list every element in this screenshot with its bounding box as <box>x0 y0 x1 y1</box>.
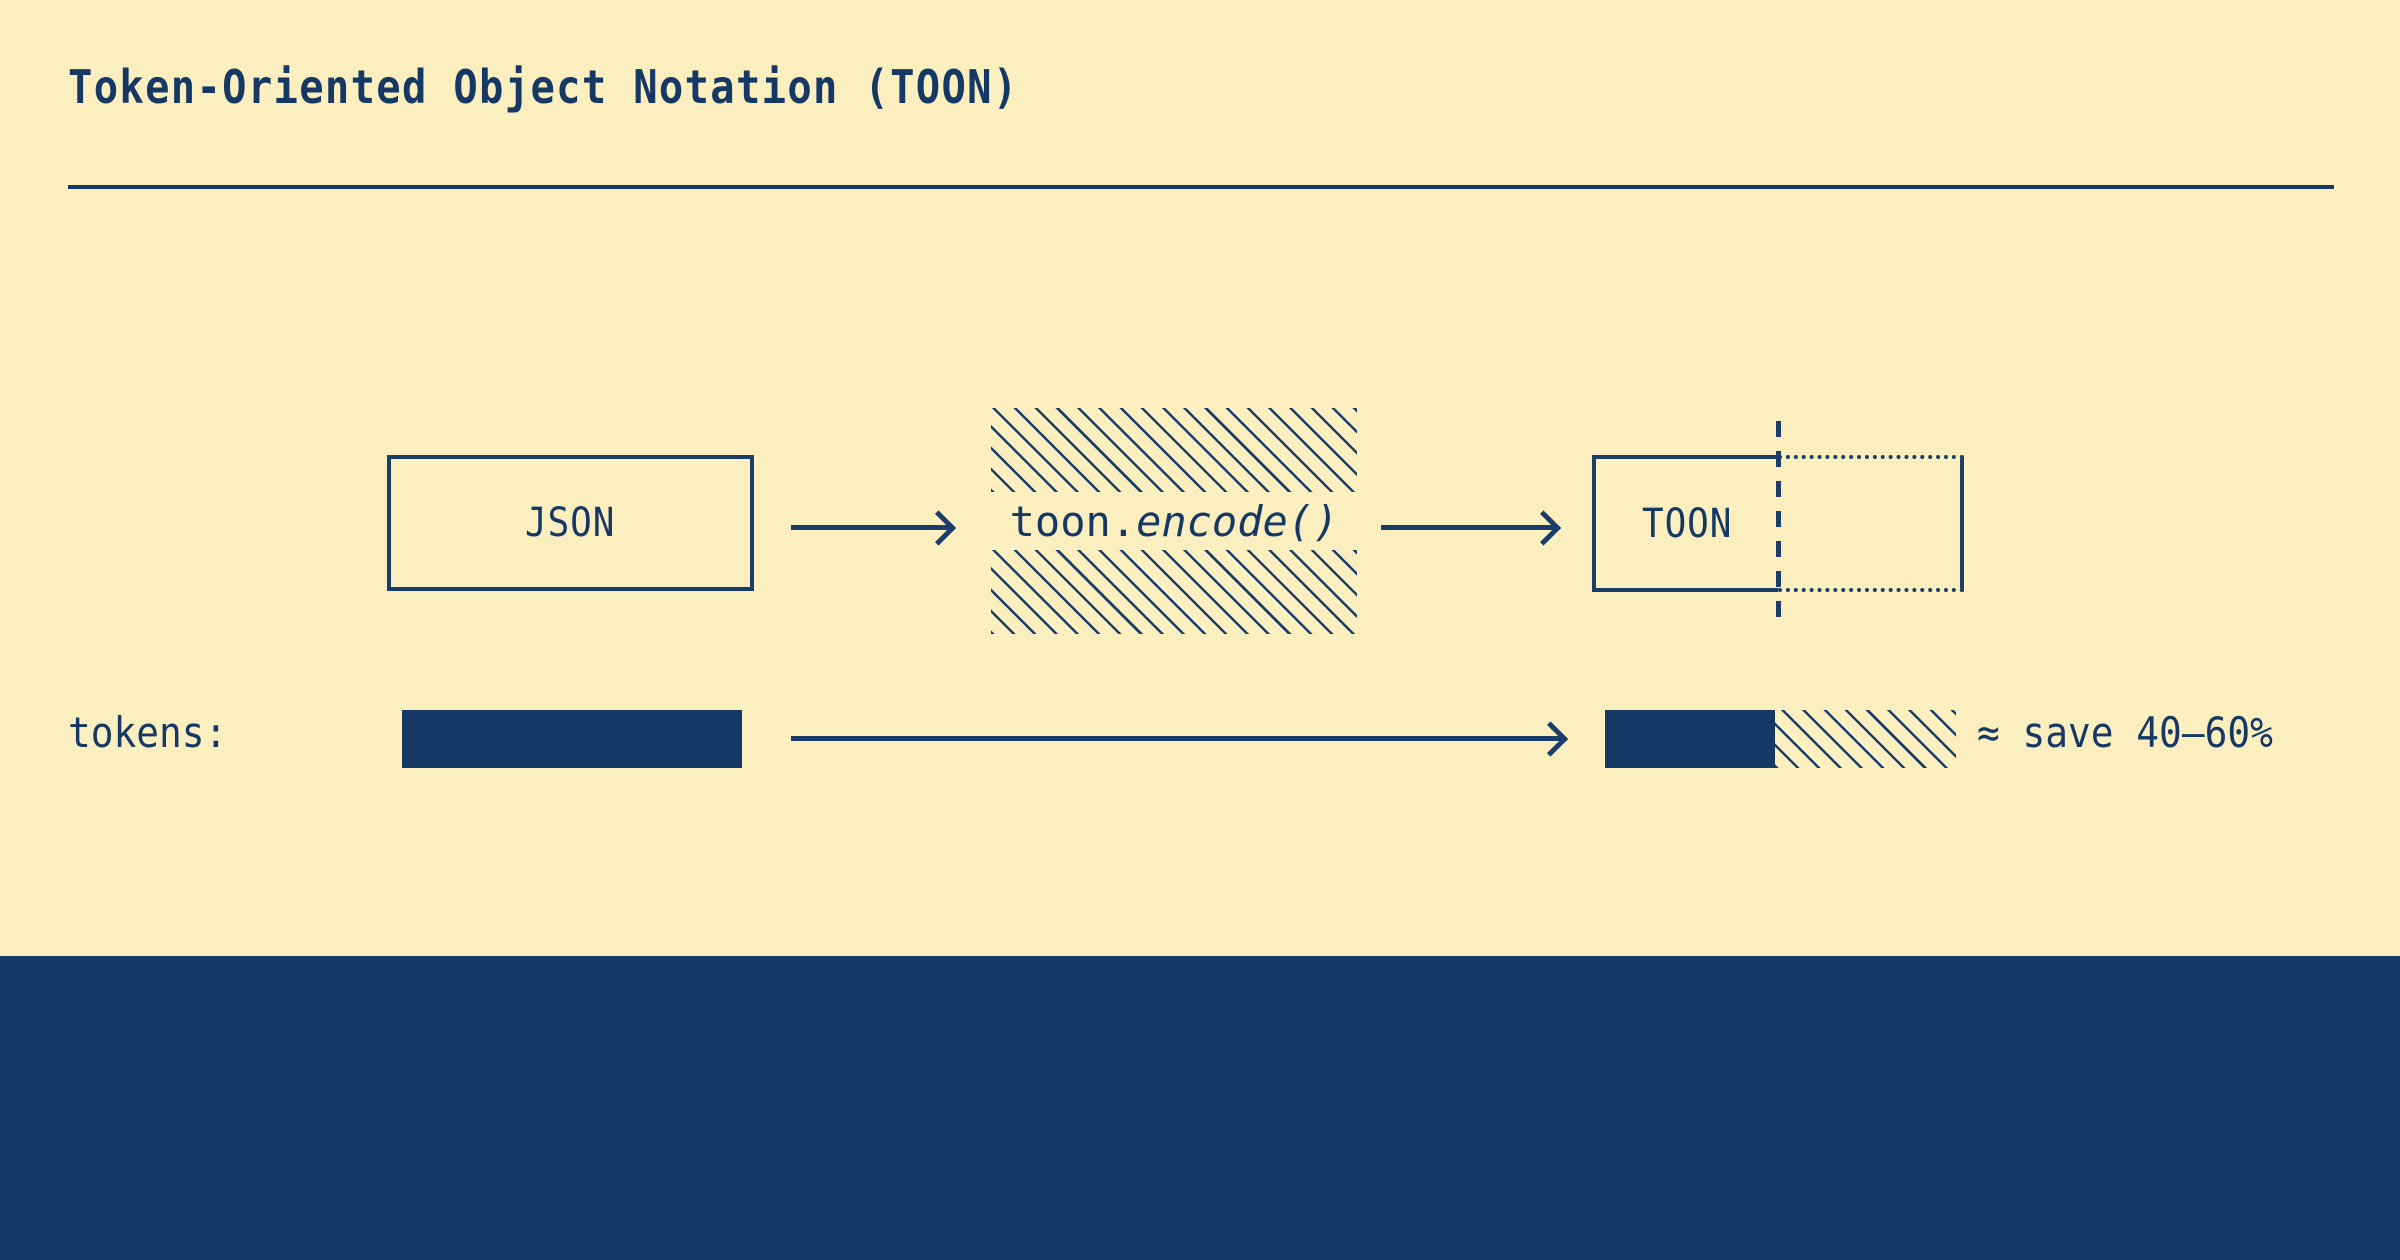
json-source-label: JSON <box>525 500 616 546</box>
hatch-pattern-top <box>991 408 1357 492</box>
toon-target-dashed-divider <box>1776 421 1781 627</box>
json-source-box: JSON <box>387 455 754 591</box>
toon-encode-label: toon.encode() <box>991 492 1357 550</box>
arrow-right-icon-encode-to-toon <box>1381 525 1554 530</box>
tokens-bar-toon-saved <box>1775 710 1956 768</box>
title-divider <box>68 185 2334 189</box>
arrow-right-icon-tokens-comparison <box>791 736 1561 741</box>
tokens-bar-toon <box>1605 710 1956 768</box>
toon-target-dotted-half <box>1778 455 1964 592</box>
toon-encode-label-plain: toon. <box>1009 496 1137 546</box>
sample-panel: sample: JSON→{ "tags": ["jazz", "chill",… <box>0 956 2400 1260</box>
toon-encode-label-italic: encode() <box>1136 496 1339 546</box>
toon-target-box: TOON <box>1592 421 1964 627</box>
hatch-pattern-bottom <box>991 550 1357 634</box>
tokens-row-label: tokens: <box>68 708 228 757</box>
toon-target-solid-half: TOON <box>1592 455 1778 592</box>
toon-target-label: TOON <box>1641 500 1733 547</box>
toon-encode-block: toon.encode() <box>991 408 1357 634</box>
tokens-savings-note: ≈ save 40–60% <box>1977 708 2273 757</box>
tokens-bar-json <box>402 710 742 768</box>
tokens-bar-toon-used <box>1605 710 1775 768</box>
page-title: Token-Oriented Object Notation (TOON) <box>68 60 1019 114</box>
arrow-right-icon-json-to-encode <box>791 525 949 530</box>
